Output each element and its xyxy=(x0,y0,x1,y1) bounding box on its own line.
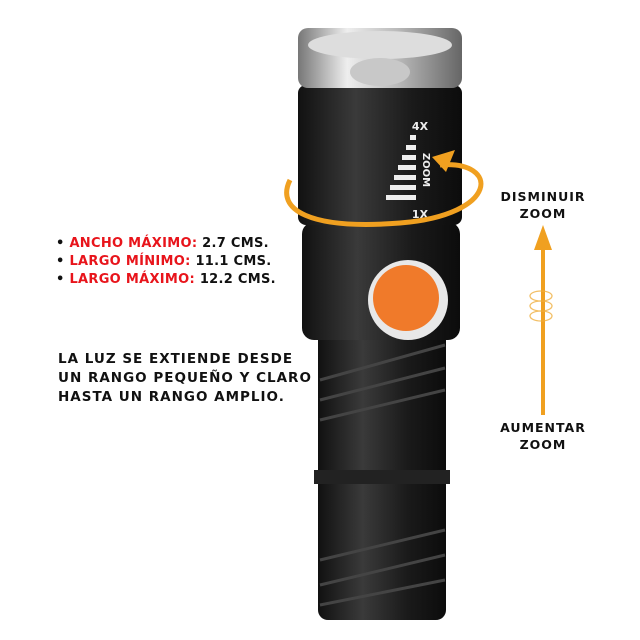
decrease-zoom-label: DISMINUIR ZOOM xyxy=(500,189,586,221)
flashlight-head xyxy=(298,28,462,225)
flashlight-switch-collar xyxy=(302,222,460,340)
spec-max-length: • LARGO MÁXIMO: 12.2 CMS. xyxy=(56,272,276,287)
power-button xyxy=(373,265,439,331)
spec-min-length: • LARGO MÍNIMO: 11.1 CMS. xyxy=(56,254,272,269)
flashlight-lower-body xyxy=(314,330,450,620)
spring-icon xyxy=(529,290,553,322)
spec-width: • ANCHO MÁXIMO: 2.7 CMS. xyxy=(56,236,269,251)
zoom-scale-bars xyxy=(386,135,416,200)
increase-zoom-label: AUMENTAR ZOOM xyxy=(500,420,586,452)
zoom-word: ZOOM xyxy=(420,153,431,187)
description-text: LA LUZ SE EXTIENDE DESDE UN RANGO PEQUEÑ… xyxy=(58,351,312,405)
zoom-max-label: 4X xyxy=(412,120,429,133)
rotate-arrow-icon xyxy=(284,162,484,227)
